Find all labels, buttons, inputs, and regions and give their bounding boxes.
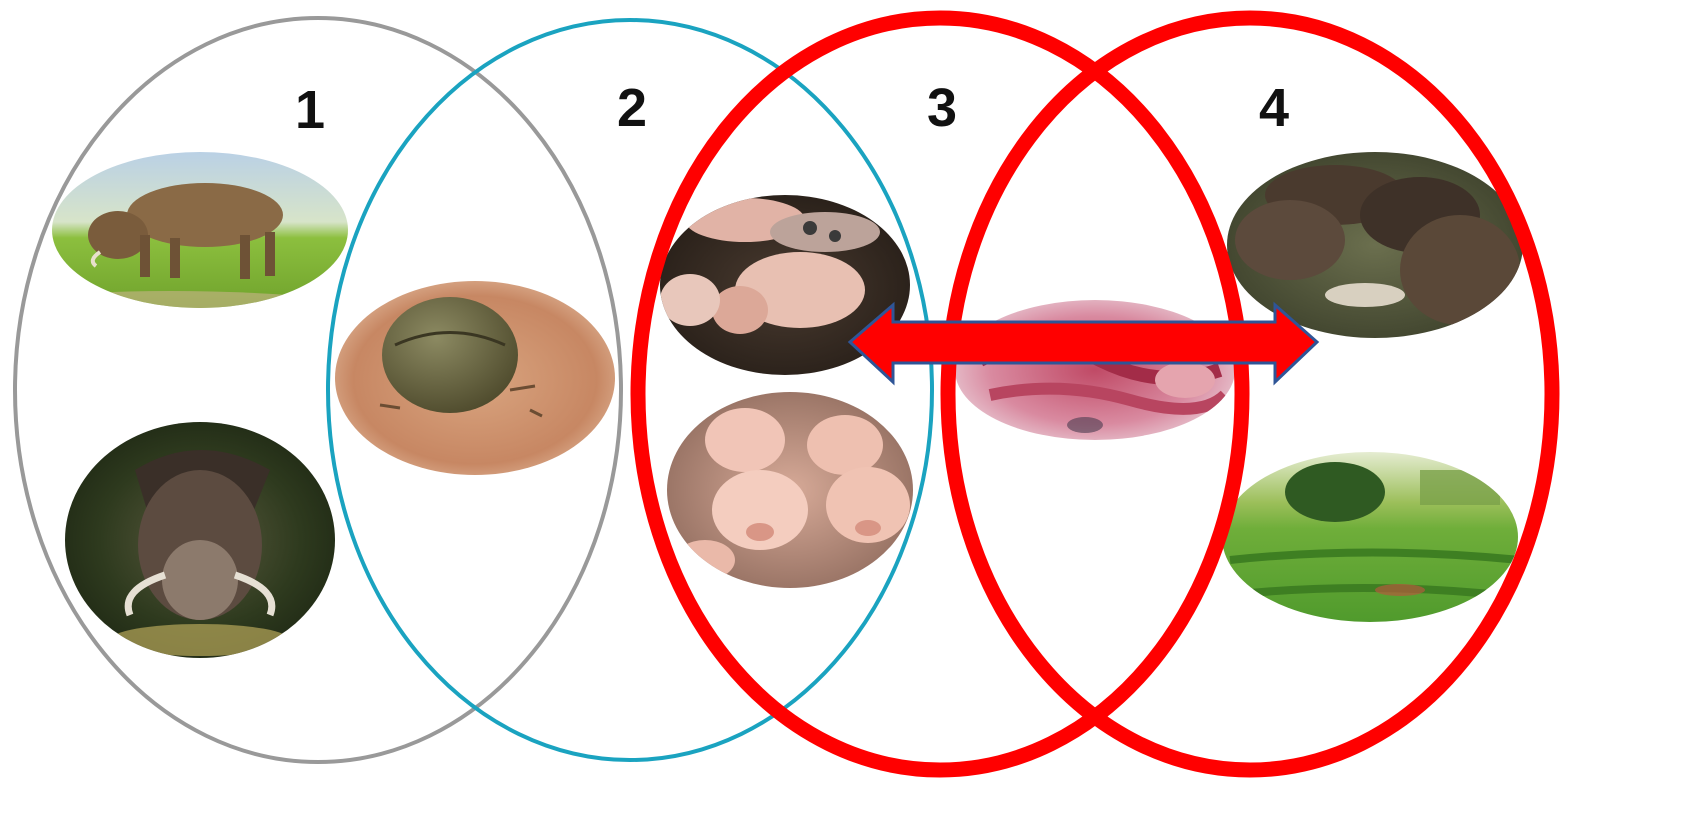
pink-pigs-image xyxy=(665,390,915,590)
crop-field-image xyxy=(1220,450,1520,625)
wild-boars-image xyxy=(1225,150,1525,340)
set-label-3: 3 xyxy=(927,78,957,138)
warthog-image xyxy=(50,150,350,310)
set-label-4: 4 xyxy=(1259,78,1289,138)
bait-ball-image xyxy=(330,280,620,480)
forest-hog-image xyxy=(60,420,340,660)
set-label-2: 2 xyxy=(617,78,647,138)
raw-meat-image xyxy=(950,295,1240,445)
set-label-1: 1 xyxy=(295,80,325,140)
